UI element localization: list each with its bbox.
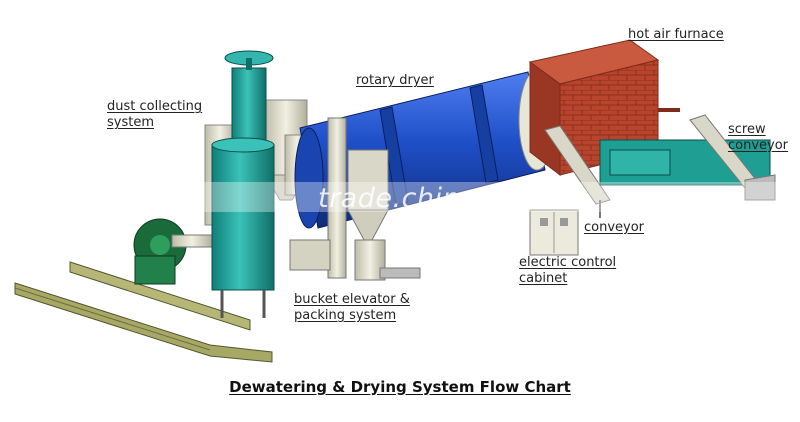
dust-collecting-tower — [211, 50, 275, 318]
label-screw-conveyor-1: screw — [728, 122, 766, 137]
label-electric-control-2: cabinet — [519, 271, 568, 286]
label-bucket-elevator-1: bucket elevator & — [294, 292, 410, 307]
label-dust-collecting-1: dust collecting — [107, 99, 203, 114]
label-hot-air-furnace: hot air furnace — [628, 27, 724, 42]
bucket-elevator — [289, 117, 421, 281]
electric-control-cabinet — [529, 209, 579, 256]
screw-conveyor — [599, 114, 776, 201]
label-rotary-dryer: rotary dryer — [356, 73, 434, 88]
base-frame — [14, 261, 273, 363]
label-dust-collecting-2: system — [107, 115, 154, 130]
belt-conveyor — [544, 125, 611, 218]
label-electric-control-1: electric control — [519, 255, 617, 270]
watermark-band — [0, 182, 800, 212]
induced-draft-fan — [133, 218, 213, 285]
label-conveyor: conveyor — [584, 220, 645, 235]
label-bucket-elevator-2: packing system — [294, 308, 397, 323]
diagram-caption: Dewatering & Drying System Flow Chart — [229, 378, 571, 396]
watermark-text: trade.china.cn — [318, 183, 520, 214]
label-screw-conveyor-2: conveyor — [728, 138, 789, 153]
